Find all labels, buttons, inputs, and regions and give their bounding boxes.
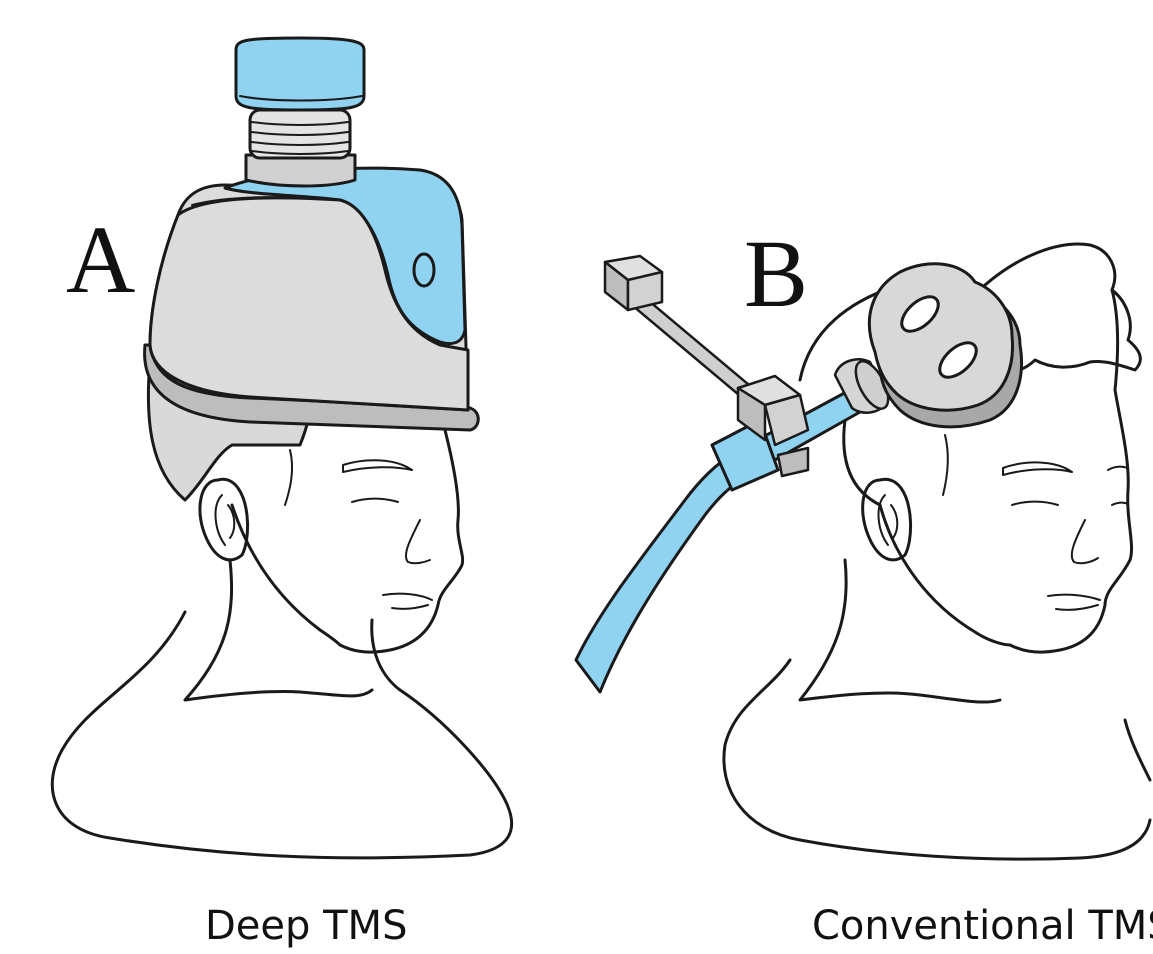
hair-b-strands xyxy=(943,435,948,495)
panel-b-letter: B xyxy=(744,226,808,322)
mouth-b xyxy=(1048,595,1100,610)
eyebrow-a xyxy=(343,460,412,472)
figure8-coil xyxy=(869,264,1021,427)
ear-a-inner xyxy=(216,495,235,545)
panel-b-caption: Conventional TMS xyxy=(812,906,1153,946)
helmet-button xyxy=(414,254,434,286)
coil-cable xyxy=(576,390,860,692)
helmet-coil xyxy=(250,110,350,158)
eyebrow-b xyxy=(1003,462,1072,475)
ear-b-inner xyxy=(879,495,898,545)
eye-b-right xyxy=(1112,503,1128,505)
panel-a-letter: A xyxy=(66,212,135,308)
eye-a xyxy=(352,499,398,502)
bust-a-neck xyxy=(185,560,372,700)
bust-b-right xyxy=(1125,720,1150,780)
eye-b xyxy=(1012,502,1058,505)
helmet-collar xyxy=(246,155,355,186)
ear-a xyxy=(200,479,248,560)
deep-tms-helmet xyxy=(145,38,479,500)
mouth-a xyxy=(383,594,432,609)
head-a xyxy=(52,430,511,858)
face-b-jaw xyxy=(880,505,1010,645)
skull-b xyxy=(844,420,880,505)
figure8-coil-face xyxy=(869,264,1012,410)
face-a-profile xyxy=(340,430,463,652)
nose-a xyxy=(406,520,430,563)
coil-end-cube xyxy=(605,256,662,310)
bust-b-shoulders xyxy=(724,660,1150,859)
eyebrow-b-right xyxy=(1108,467,1128,470)
nose-b xyxy=(1072,520,1098,563)
hair-a xyxy=(285,450,292,505)
bust-b-neck xyxy=(800,560,1000,702)
ear-b xyxy=(863,479,911,560)
panel-a-caption: Deep TMS xyxy=(205,906,407,946)
bust-a-shoulders xyxy=(52,612,511,858)
